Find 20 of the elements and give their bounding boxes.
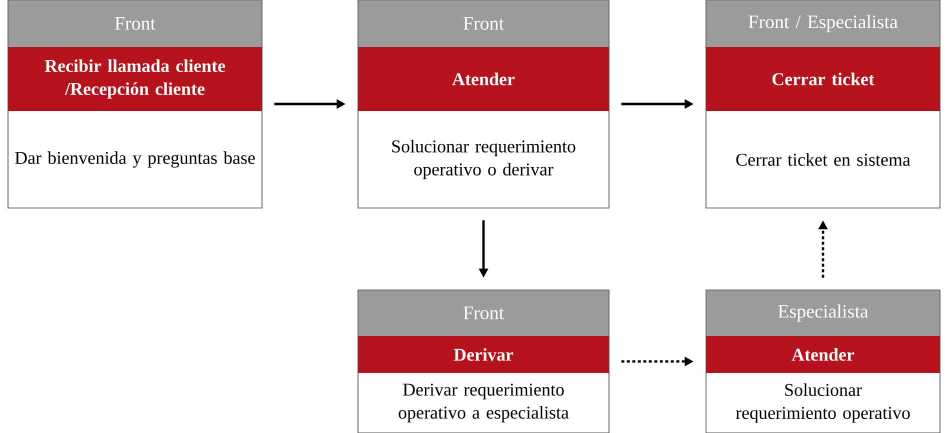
step-title: Derivar: [358, 336, 609, 373]
process-card: [706, 290, 940, 433]
process-card: [706, 0, 940, 208]
process-card: [358, 0, 610, 208]
step-description: Solucionar requerimiento operativo: [736, 383, 910, 423]
step-description: Dar bienvenida y preguntas base: [15, 151, 255, 168]
process-card: [8, 0, 262, 208]
step-title: Atender: [706, 336, 940, 373]
role-header: Front / Especialista: [706, 0, 940, 47]
role-header: Front: [358, 0, 609, 47]
step-title: Cerrar ticket: [706, 47, 940, 111]
step-description: Cerrar ticket en sistema: [736, 153, 910, 166]
step-title: Atender: [358, 47, 609, 111]
role-header: Front: [358, 290, 609, 336]
role-header: Front: [8, 0, 262, 47]
step-title: Recibir llamada cliente /Recepción cliente: [8, 47, 262, 111]
step-description: Solucionar requerimiento operativo o derivar: [392, 140, 576, 180]
process-card: [358, 290, 610, 433]
step-description: Derivar requerimiento operativo a especialista: [398, 384, 569, 422]
role-header: Especialista: [706, 290, 940, 336]
